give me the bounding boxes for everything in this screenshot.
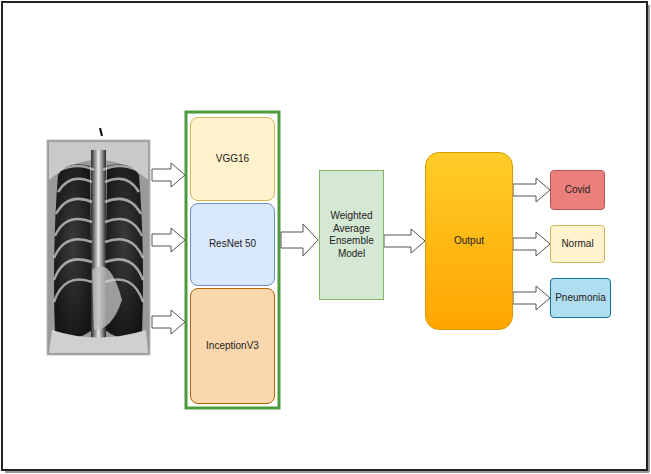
class-box: Pneumonia [550,278,611,318]
flow-arrow [513,178,550,202]
class-box: Normal [550,225,605,263]
output-box: Output [425,152,513,330]
node-label: Normal [561,238,593,251]
node-label: Output [454,235,484,248]
flow-arrow [384,229,425,253]
frame [2,2,647,470]
xray-image [47,128,150,355]
node-label: VGG16 [216,153,249,166]
node-label: Pneumonia [555,292,606,305]
node-label: ResNet 50 [209,238,256,251]
group-frame [186,112,279,408]
node-label: Weighted Average Ensemble Model [324,210,379,260]
model-box: InceptionV3 [190,288,275,404]
ensemble-box: Weighted Average Ensemble Model [319,170,384,300]
model-box: VGG16 [190,117,275,201]
flow-arrow [513,286,550,310]
node-label: Covid [565,184,591,197]
group-arrow [281,224,318,256]
input-arrows [152,163,185,334]
model-box: ResNet 50 [190,203,275,286]
node-label: InceptionV3 [206,340,259,353]
class-box: Covid [550,170,605,210]
flow-arrow [513,232,550,256]
